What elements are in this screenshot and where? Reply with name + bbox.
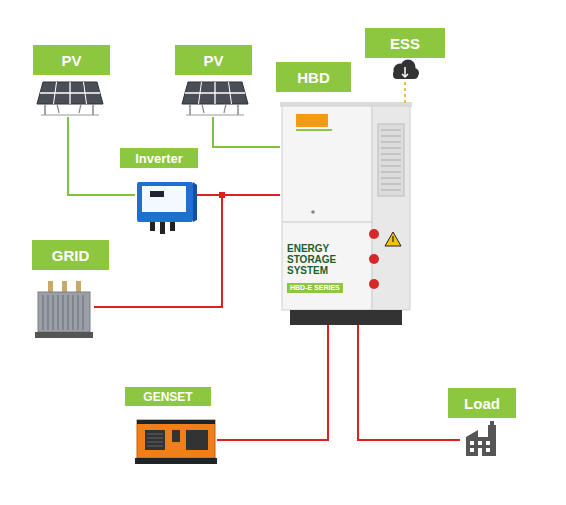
generator-set bbox=[135, 420, 217, 464]
device-node: ESS bbox=[390, 60, 420, 82]
data-link bbox=[404, 82, 406, 105]
device-node: Inverter bbox=[135, 178, 197, 236]
node-title: Inverter bbox=[135, 151, 183, 166]
junction-dot bbox=[219, 192, 225, 198]
node-title: PV bbox=[203, 52, 223, 69]
node-label: PV bbox=[175, 45, 252, 75]
power-cable bbox=[217, 325, 328, 440]
device-node: GENSET bbox=[133, 413, 217, 468]
node-label: ESS bbox=[365, 28, 445, 58]
storage-cabinet bbox=[280, 102, 412, 325]
node-label: PV bbox=[33, 45, 110, 75]
series-badge: HBD-E SERIES bbox=[287, 283, 343, 293]
node-title: GENSET bbox=[143, 390, 192, 404]
power-cable bbox=[213, 117, 280, 147]
device-node: PV bbox=[180, 80, 248, 117]
power-cable bbox=[94, 195, 280, 307]
solar-panel bbox=[182, 82, 248, 115]
inverter-device bbox=[137, 182, 197, 234]
device-node: GRID bbox=[30, 280, 94, 340]
power-cable bbox=[358, 325, 460, 440]
node-title: Load bbox=[464, 395, 500, 412]
node-label: Inverter bbox=[120, 148, 198, 168]
solar-panel bbox=[37, 82, 103, 115]
node-title: ESS bbox=[390, 35, 420, 52]
transformer bbox=[35, 281, 93, 338]
node-title: HBD bbox=[297, 69, 330, 86]
building-icon bbox=[466, 421, 496, 456]
device-node: Load bbox=[460, 423, 502, 458]
node-title: PV bbox=[61, 52, 81, 69]
device-node: PV bbox=[35, 80, 103, 117]
node-label: GRID bbox=[32, 240, 109, 270]
node-label: GENSET bbox=[125, 387, 211, 406]
product-name: ENERGY STORAGE SYSTEM bbox=[287, 243, 345, 276]
node-title: GRID bbox=[52, 247, 90, 264]
cloud-icon bbox=[393, 60, 419, 80]
node-label: Load bbox=[448, 388, 516, 418]
node-label: HBD bbox=[276, 62, 351, 92]
